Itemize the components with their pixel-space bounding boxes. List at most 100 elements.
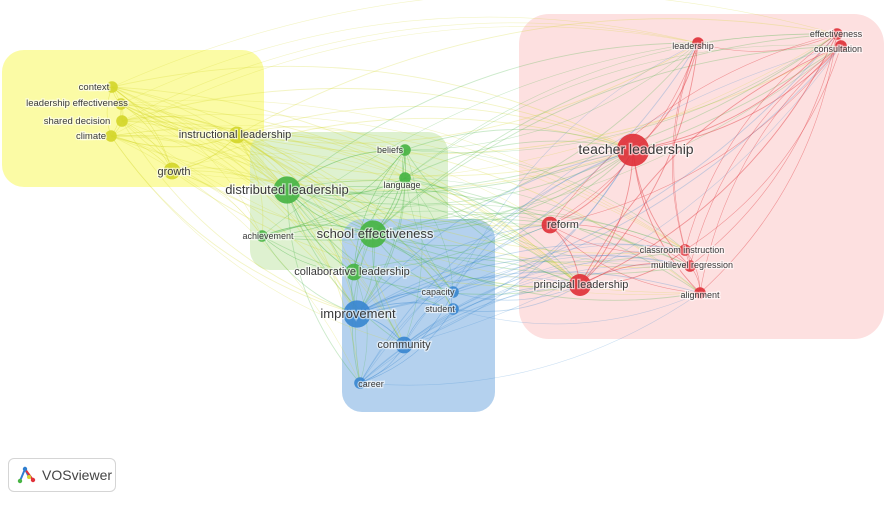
node-student[interactable] [447,303,459,315]
network-link [111,86,358,315]
network-nodes [105,28,847,389]
network-link [372,212,686,251]
network-link [111,86,288,191]
network-link [261,235,355,273]
network-link [353,149,406,273]
network-link [404,177,581,286]
network-link [353,257,581,286]
network-link [356,33,838,315]
network-link [110,135,263,237]
label-teacher-leadership: teacher leadership [578,141,693,157]
label-improvement: improvement [320,306,396,321]
network-links [106,0,842,386]
node-effectiveness[interactable] [831,28,843,40]
network-link [356,149,634,315]
network-link [236,134,686,254]
node-community[interactable] [395,336,413,354]
network-link [261,235,581,295]
network-link [236,133,406,179]
label-instructional-leadership: instructional leadership [179,129,292,141]
node-consultation[interactable] [835,40,847,52]
network-link [549,224,686,254]
network-link [286,33,838,193]
node-leadership[interactable] [692,37,704,49]
label-language: language [383,180,420,190]
network-link [403,224,551,346]
node-teacher-leadership[interactable] [616,133,650,167]
node-shared-decision[interactable] [116,115,128,127]
node-growth[interactable] [163,162,181,180]
label-effectiveness: effectiveness [810,29,863,39]
network-link [684,45,842,251]
network-link [452,149,634,293]
network-link [286,177,406,196]
network-link [353,149,634,273]
node-collaborative-leadership[interactable] [345,263,363,281]
node-alignment[interactable] [694,287,706,299]
network-link [111,86,701,294]
node-principal-leadership[interactable] [569,274,591,296]
network-link [110,135,634,191]
network-link [356,276,581,315]
network-link [110,26,699,137]
network-link [403,284,581,346]
label-beliefs: beliefs [377,145,404,155]
node-classroom-instruction[interactable] [679,244,691,256]
node-beliefs[interactable] [399,144,411,156]
node-career[interactable] [354,377,366,389]
network-link [404,177,691,267]
node-improvement[interactable] [343,300,371,328]
label-growth: growth [157,166,190,178]
network-link [372,224,551,247]
node-reform[interactable] [541,216,559,234]
network-link [120,103,238,137]
network-link [171,170,263,237]
node-climate[interactable] [105,130,117,142]
network-link [286,189,686,263]
network-link [404,140,634,179]
node-multilevel-regression[interactable] [684,260,696,272]
network-link [111,86,173,172]
network-link [404,33,838,153]
node-school-effectiveness[interactable] [359,220,387,248]
node-context[interactable] [106,81,118,93]
network-link [286,45,842,195]
network-link [353,271,368,384]
network-link [121,114,686,251]
network-link [236,134,361,384]
network-link [236,106,634,151]
network-link [261,33,838,237]
node-leadership-effectiveness[interactable] [115,98,127,110]
label-leadership: leadership [672,41,714,51]
network-link [689,33,838,267]
network-link [689,45,842,267]
network-link [261,149,634,241]
node-achievement[interactable] [256,230,268,242]
node-capacity[interactable] [447,286,459,298]
node-instructional-leadership[interactable] [228,126,246,144]
label-principal-leadership: principal leadership [534,279,629,291]
node-language[interactable] [399,172,411,184]
label-consultation: consultation [814,44,862,54]
cluster-region-yellow [2,50,264,187]
network-link [579,149,634,286]
network-link [549,224,691,267]
label-school-effectiveness: school effectiveness [317,226,434,241]
label-alignment: alignment [680,290,720,300]
network-link [261,204,686,251]
node-distributed-leadership[interactable] [273,176,301,204]
vosviewer-logo[interactable]: VOSviewer [8,458,116,492]
label-distributed-leadership: distributed leadership [225,182,349,197]
network-link [404,149,686,251]
network-link [286,189,405,346]
network-link [121,120,405,346]
network-link [356,243,686,315]
network-link [673,42,699,267]
label-shared-decision: shared decision [44,116,111,127]
network-link [356,271,701,315]
network-link [359,292,701,386]
network-link [121,120,358,315]
network-link [121,22,699,122]
network-link [236,134,581,286]
network-link [452,42,699,293]
